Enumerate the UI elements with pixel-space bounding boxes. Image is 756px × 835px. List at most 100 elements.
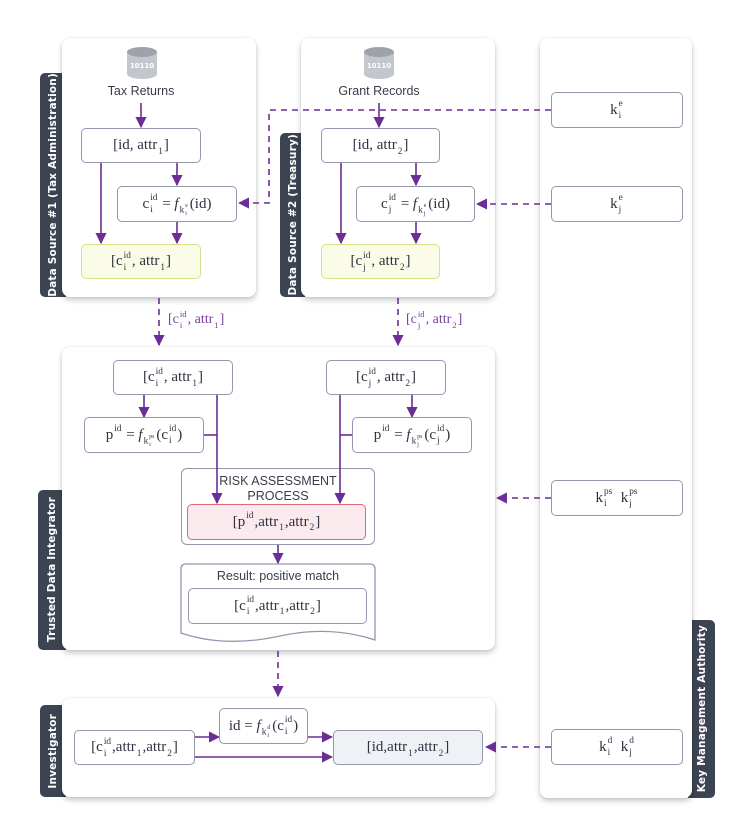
formula-text: ( [424, 426, 430, 443]
formula-text: 2 [309, 523, 315, 534]
formula-text: 1 [192, 378, 198, 389]
formula-symbol: k [599, 738, 607, 755]
formula-text: i [150, 205, 153, 216]
formula-text: = [396, 195, 413, 212]
formula-text: [ [350, 253, 356, 269]
formula-text: ,attr [142, 739, 167, 755]
formula-text: e [618, 193, 623, 204]
formula-symbol: c [360, 369, 368, 385]
formula-text: (id) [428, 195, 450, 212]
formula: [id, attr 1] [113, 137, 169, 157]
formula-symbol: p [105, 426, 114, 443]
formula-symbol: k [261, 727, 267, 738]
formula-text: id [169, 424, 177, 435]
formula-script: 1 [192, 369, 198, 389]
formula-symbol: k [610, 101, 618, 118]
formula-symbol: c [355, 253, 363, 269]
formula: [id,attr 1,attr 2] [367, 739, 450, 759]
formula-text: ,attr [285, 597, 310, 614]
formula-text: 2 [452, 319, 457, 330]
formula-text: ] [444, 739, 450, 755]
formula-text: ,attr [254, 513, 279, 530]
formula-text: e [185, 203, 188, 210]
formula-text: id [155, 366, 163, 377]
formula-text: ps [149, 434, 155, 441]
formula-text: j [363, 262, 366, 273]
formula-text: ] [315, 597, 321, 614]
formula-text: id [437, 424, 445, 435]
formula-text: 1 [279, 607, 285, 618]
formula-text [613, 490, 621, 506]
formula-text: i [607, 748, 611, 759]
formula-symbol: k [143, 436, 149, 447]
formula-symbol: k [620, 489, 629, 506]
formula-symbol: k [610, 195, 618, 212]
formula-text: 2 [310, 607, 315, 618]
formula-text: ,attr [413, 739, 438, 755]
formula-text: id [246, 511, 254, 522]
formula-text: [ [232, 513, 238, 530]
formula-text: j [368, 378, 372, 389]
formula-text: ] [411, 369, 417, 385]
formula-text: id [382, 424, 390, 435]
formula-text: i [284, 727, 288, 738]
formula-symbol: f [174, 195, 179, 212]
grant-records-label: Grant Records [338, 84, 420, 98]
formula-text: i [603, 499, 607, 510]
formula-text: 1 [214, 319, 219, 330]
formula-text: [ [110, 253, 116, 269]
formula-text: 1 [408, 748, 413, 759]
formula-text: ,attr [284, 513, 309, 530]
formula-text: 2 [397, 146, 403, 157]
formula-text: i [169, 436, 172, 447]
formula-text: ( [272, 717, 278, 734]
formula-text: ] [403, 137, 409, 153]
formula-text: 2 [399, 262, 405, 273]
formula-symbol: c [147, 369, 155, 385]
formula-text: , attr [187, 312, 214, 328]
formula-text: j [417, 319, 421, 330]
formula-script: 1 [158, 137, 163, 156]
formula-script: id [382, 424, 390, 444]
formula-text: id [150, 193, 158, 204]
data-source-1-tab: Data Source #1 (Tax Administration) [40, 73, 66, 297]
formula-text: i [618, 111, 622, 122]
formula-script: 1 [160, 253, 165, 272]
formula-text: id [123, 250, 131, 261]
formula-text: i [185, 210, 187, 217]
database-icon-text: 10110 [130, 62, 154, 70]
formula-script: 1 [214, 312, 219, 330]
formula-symbol: c [142, 195, 150, 212]
formula-symbol: c [161, 426, 169, 443]
formula-symbol: k [418, 205, 423, 216]
formula-text: [ [234, 597, 240, 614]
investigator-tab: Investigator [40, 705, 66, 797]
formula-text: i [149, 441, 151, 448]
formula-text: d [629, 736, 634, 747]
